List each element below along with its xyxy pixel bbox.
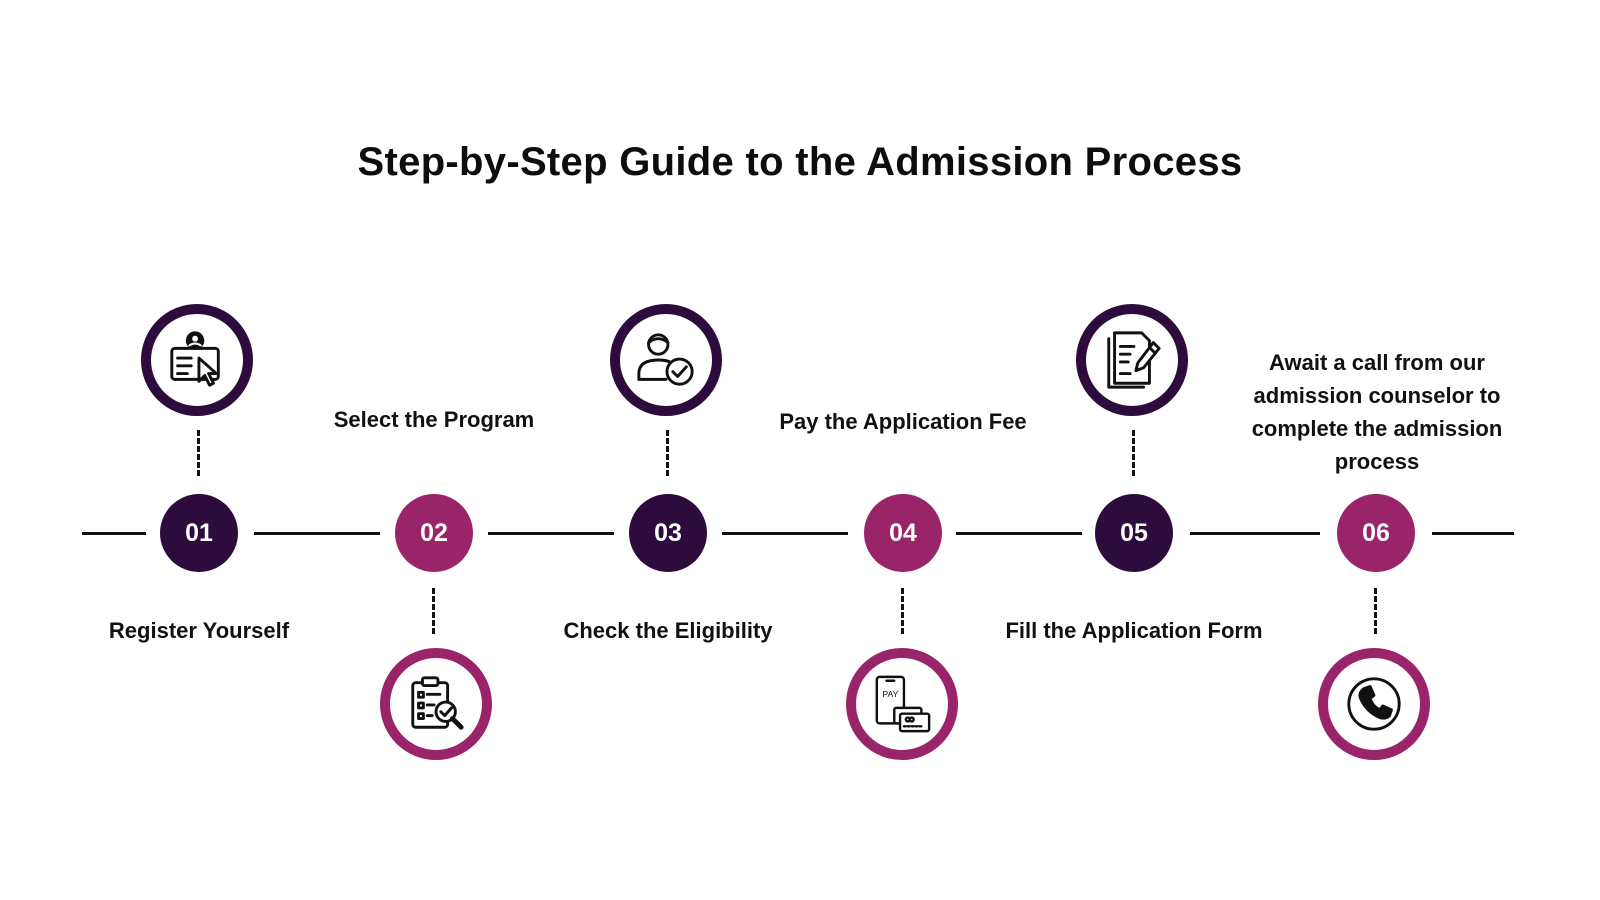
timeline-segment [722, 532, 848, 535]
step-4-icon-ring: PAY [846, 648, 958, 760]
step-3-label: Check the Eligibility [563, 618, 773, 643]
step-6-number: 06 [1337, 494, 1415, 572]
timeline-segment [82, 532, 146, 535]
step-2-icon-ring [380, 648, 492, 760]
step-5-label: Fill the Application Form [1005, 618, 1263, 643]
step-2-connector [432, 588, 435, 634]
timeline-segment [254, 532, 380, 535]
phone-call-icon [1347, 677, 1401, 731]
step-1-label: Register Yourself [108, 618, 290, 643]
form-pen-icon [1107, 331, 1161, 389]
step-1-icon-ring [141, 304, 253, 416]
timeline-segment [1432, 532, 1514, 535]
step-4-label: Pay the Application Fee [779, 409, 1027, 434]
step-4-connector [901, 588, 904, 634]
step-3-connector [666, 430, 669, 476]
page-title: Step-by-Step Guide to the Admission Proc… [357, 140, 1243, 184]
step-6-label: Await a call from our admission counselo… [1251, 350, 1503, 474]
step-2-label: Select the Program [333, 407, 535, 432]
step-3-number: 03 [629, 494, 707, 572]
timeline-segment [1190, 532, 1320, 535]
step-5-connector [1132, 430, 1135, 476]
step-6-connector [1374, 588, 1377, 634]
step-1-connector [197, 430, 200, 476]
step-5-number: 05 [1095, 494, 1173, 572]
timeline-segment [956, 532, 1082, 535]
user-check-icon [637, 333, 694, 386]
svg-text:PAY: PAY [882, 689, 898, 699]
step-2-number: 02 [395, 494, 473, 572]
checklist-search-icon [411, 676, 464, 730]
step-6-icon-ring [1318, 648, 1430, 760]
payment-icon: PAY [875, 675, 931, 733]
register-user-icon [170, 331, 220, 387]
step-1-number: 01 [160, 494, 238, 572]
step-3-icon-ring [610, 304, 722, 416]
step-5-icon-ring [1076, 304, 1188, 416]
timeline-segment [488, 532, 614, 535]
step-4-number: 04 [864, 494, 942, 572]
